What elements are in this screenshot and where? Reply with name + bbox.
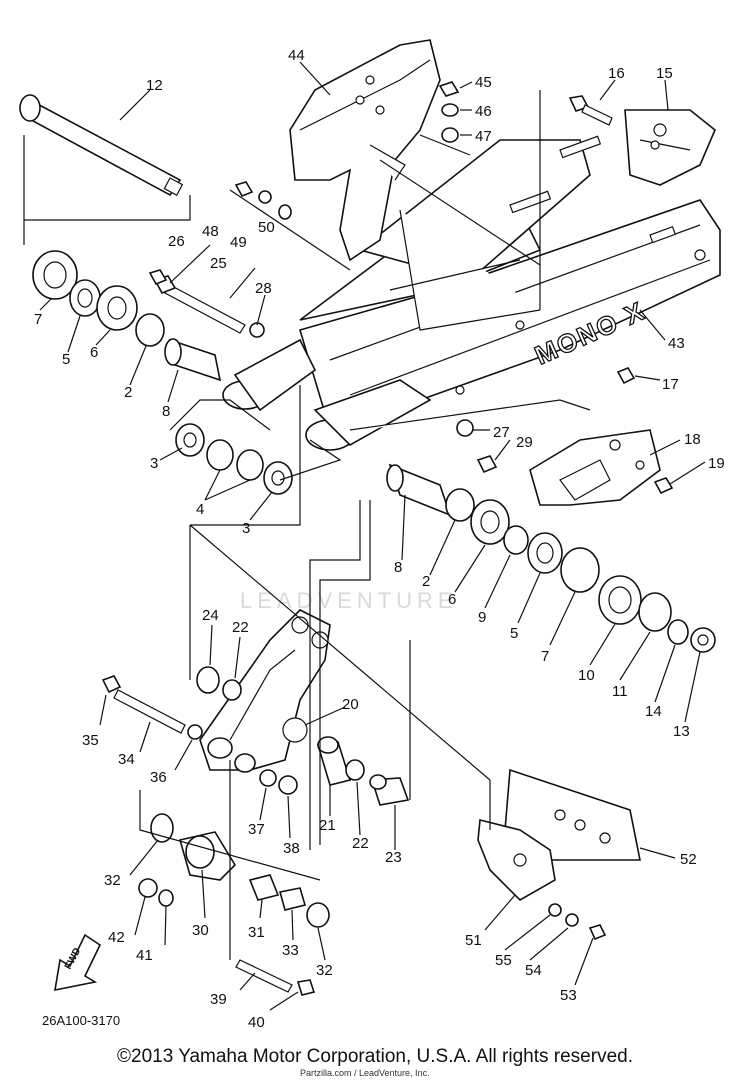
- callout-20: 20: [342, 696, 359, 713]
- callout-22b: 22: [352, 835, 369, 852]
- callout-29: 29: [516, 434, 533, 451]
- callout-9: 9: [478, 609, 486, 626]
- fwd-arrow-icon: FWD: [54, 933, 102, 992]
- parts-39-40: [235, 959, 316, 996]
- callout-50: 50: [258, 219, 275, 236]
- part-45-bolt-head: [438, 81, 460, 97]
- callout-25: 25: [210, 255, 227, 272]
- callout-3: 3: [150, 455, 158, 472]
- callout-46: 46: [475, 103, 492, 120]
- part-15-bracket: [624, 109, 716, 186]
- small-hardware: [148, 81, 674, 495]
- callout-40: 40: [248, 1014, 265, 1031]
- callout-14: 14: [645, 703, 662, 720]
- callout-44: 44: [288, 47, 305, 64]
- callout-8: 8: [162, 403, 170, 420]
- callout-30: 30: [192, 922, 209, 939]
- callout-19: 19: [708, 455, 725, 472]
- callout-numbers: 12 44 45 46 47 16 15 48 49 50 26 25 28 7…: [34, 47, 725, 1031]
- parts-24-22: [196, 666, 242, 701]
- callout-55: 55: [495, 952, 512, 969]
- callout-53: 53: [560, 987, 577, 1004]
- callout-10: 10: [578, 667, 595, 684]
- callout-15: 15: [656, 65, 673, 82]
- callout-41: 41: [136, 947, 153, 964]
- callout-49: 49: [230, 234, 247, 251]
- callout-27: 27: [493, 424, 510, 441]
- callout-48: 48: [202, 223, 219, 240]
- callout-39: 39: [210, 991, 227, 1008]
- callout-11: 11: [612, 683, 628, 700]
- callout-18: 18: [684, 431, 701, 448]
- watermark: LEADVENTURE: [240, 588, 458, 613]
- callout-2: 2: [124, 384, 132, 401]
- callout-7: 7: [34, 311, 42, 328]
- callout-2b: 2: [422, 573, 430, 590]
- callout-4: 4: [196, 501, 204, 518]
- chain-guide-52: [477, 768, 641, 941]
- exploded-parts-diagram: MONO X: [19, 39, 725, 1031]
- drawing-code: 26A100-3170: [42, 1013, 120, 1028]
- assembly-guide-lines: [23, 90, 541, 960]
- parts-34-35: [101, 675, 203, 740]
- callout-22: 22: [232, 619, 249, 636]
- callout-51: 51: [465, 932, 482, 949]
- callout-52: 52: [680, 851, 697, 868]
- part-12-pivot-shaft: [19, 94, 184, 197]
- part-18-bracket: [529, 429, 661, 506]
- callout-34: 34: [118, 751, 135, 768]
- part-16-bolt: [568, 95, 613, 126]
- callout-43: 43: [668, 335, 685, 352]
- callout-5: 5: [62, 351, 70, 368]
- callout-32: 32: [104, 872, 121, 889]
- callout-26: 26: [168, 233, 185, 250]
- part-20-relay-arm: [199, 609, 331, 773]
- bushings-3-4: [175, 423, 293, 495]
- callout-28: 28: [255, 280, 272, 297]
- callout-21: 21: [319, 817, 336, 834]
- right-bearing-stack: [386, 463, 716, 653]
- callout-45: 45: [475, 74, 492, 91]
- callout-54: 54: [525, 962, 542, 979]
- callout-24: 24: [202, 607, 219, 624]
- callout-23: 23: [385, 849, 402, 866]
- copyright-footer: ©2013 Yamaha Motor Corporation, U.S.A. A…: [117, 1046, 633, 1067]
- callout-37: 37: [248, 821, 265, 838]
- callout-47: 47: [475, 128, 492, 145]
- lower-link-assembly: [138, 813, 330, 928]
- leader-lines: [39, 61, 706, 1011]
- callout-7b: 7: [541, 648, 549, 665]
- callout-31: 31: [248, 924, 265, 941]
- callout-16: 16: [608, 65, 625, 82]
- callout-8b: 8: [394, 559, 402, 576]
- callout-32b: 32: [316, 962, 333, 979]
- callout-5b: 5: [510, 625, 518, 642]
- callout-13: 13: [673, 723, 690, 740]
- callout-6: 6: [90, 344, 98, 361]
- callout-33: 33: [282, 942, 299, 959]
- small-credit: Partzilla.com / LeadVenture, Inc.: [300, 1068, 430, 1078]
- callout-35: 35: [82, 732, 99, 749]
- callout-17: 17: [662, 376, 679, 393]
- parts-37-38: [259, 769, 298, 795]
- part-25-bolt: [153, 275, 246, 334]
- callout-38: 38: [283, 840, 300, 857]
- callout-6b: 6: [448, 591, 456, 608]
- callout-42: 42: [108, 929, 125, 946]
- part-44-guard: [289, 39, 441, 262]
- swingarm-frame: MONO X: [222, 135, 721, 451]
- parts-21-22-23: [316, 736, 410, 806]
- callout-36: 36: [150, 769, 167, 786]
- callout-3b: 3: [242, 520, 250, 537]
- left-bearing-stack: [32, 250, 222, 382]
- callout-12: 12: [146, 77, 163, 94]
